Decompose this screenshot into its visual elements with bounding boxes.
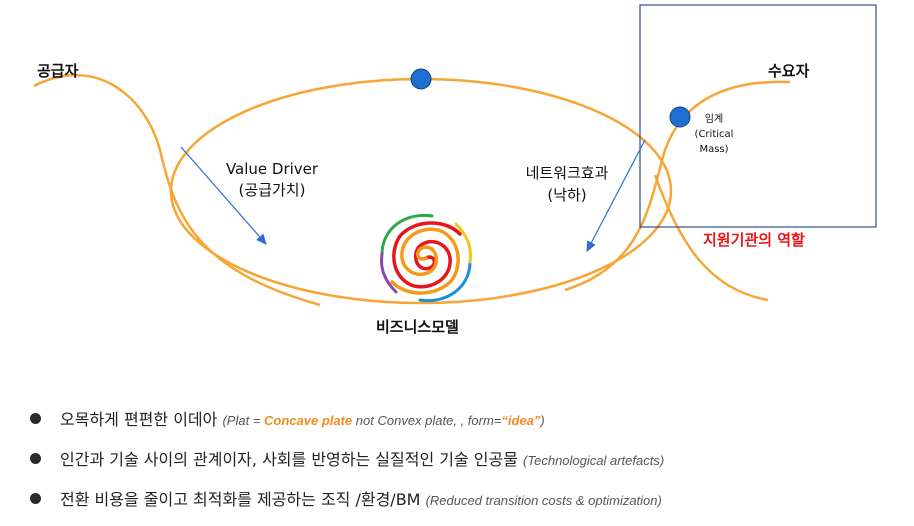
critical-mass-node (669, 106, 691, 128)
network-effect-line1: 네트워크효과 (525, 164, 609, 182)
bullet-note: (Technological artefacts) (523, 453, 665, 468)
critical-mass-line1: 임계 (704, 114, 724, 125)
value-driver-label: Value Driver (공급가치) (210, 159, 334, 201)
supplier-label: 공급자 (37, 62, 79, 80)
bullet-text: 인간과 기술 사이의 관계이자, 사회를 반영하는 실질적인 기술 인공물 (T… (60, 446, 664, 470)
support-role-label: 지원기관의 역할 (703, 231, 805, 249)
value-driver-arrow (180, 146, 267, 245)
value-driver-line1: Value Driver (225, 160, 319, 178)
critical-mass-line3: Mass) (699, 144, 729, 155)
network-effect-label: 네트워크효과 (낙하) (508, 162, 626, 206)
note-idea: “idea” (501, 413, 541, 428)
supplier-curve (33, 74, 321, 307)
network-effect-line2: (낙하) (547, 186, 587, 204)
bullet-main: 전환 비용을 줄이고 최적화를 제공하는 조직 /환경/BM (60, 490, 421, 509)
critical-mass-line2: (Critical (694, 129, 734, 140)
business-model-label: 비즈니스모델 (376, 318, 459, 336)
critical-mass-label: 임계 (Critical Mass) (688, 112, 740, 157)
support-frame (639, 4, 877, 228)
bullet-main: 오목하게 편편한 이데아 (60, 410, 218, 429)
network-effect-arrow (586, 139, 646, 253)
demand-label: 수요자 (768, 62, 810, 80)
top-node (410, 68, 432, 90)
bullet-main: 인간과 기술 사이의 관계이자, 사회를 반영하는 실질적인 기술 인공물 (60, 450, 518, 469)
bullet-note: (Plat = Concave plate not Convex plate, … (222, 413, 544, 428)
bullet-dot (30, 453, 41, 464)
bullet-dot (30, 493, 41, 504)
bullet-text: 오목하게 편편한 이데아 (Plat = Concave plate not C… (60, 406, 545, 430)
demand-curve-lower (653, 174, 769, 302)
value-driver-line2: (공급가치) (238, 181, 306, 199)
swirl-icon (380, 213, 472, 303)
note-open: (Plat = (222, 413, 265, 428)
bullet-dot (30, 413, 41, 424)
bullet-note: (Reduced transition costs & optimization… (425, 493, 662, 508)
note-concave: Concave plate (264, 413, 353, 428)
note-close: ) (540, 413, 545, 428)
bullet-text: 전환 비용을 줄이고 최적화를 제공하는 조직 /환경/BM (Reduced … (60, 486, 662, 510)
note-mid: not Convex plate, , form= (352, 413, 502, 428)
